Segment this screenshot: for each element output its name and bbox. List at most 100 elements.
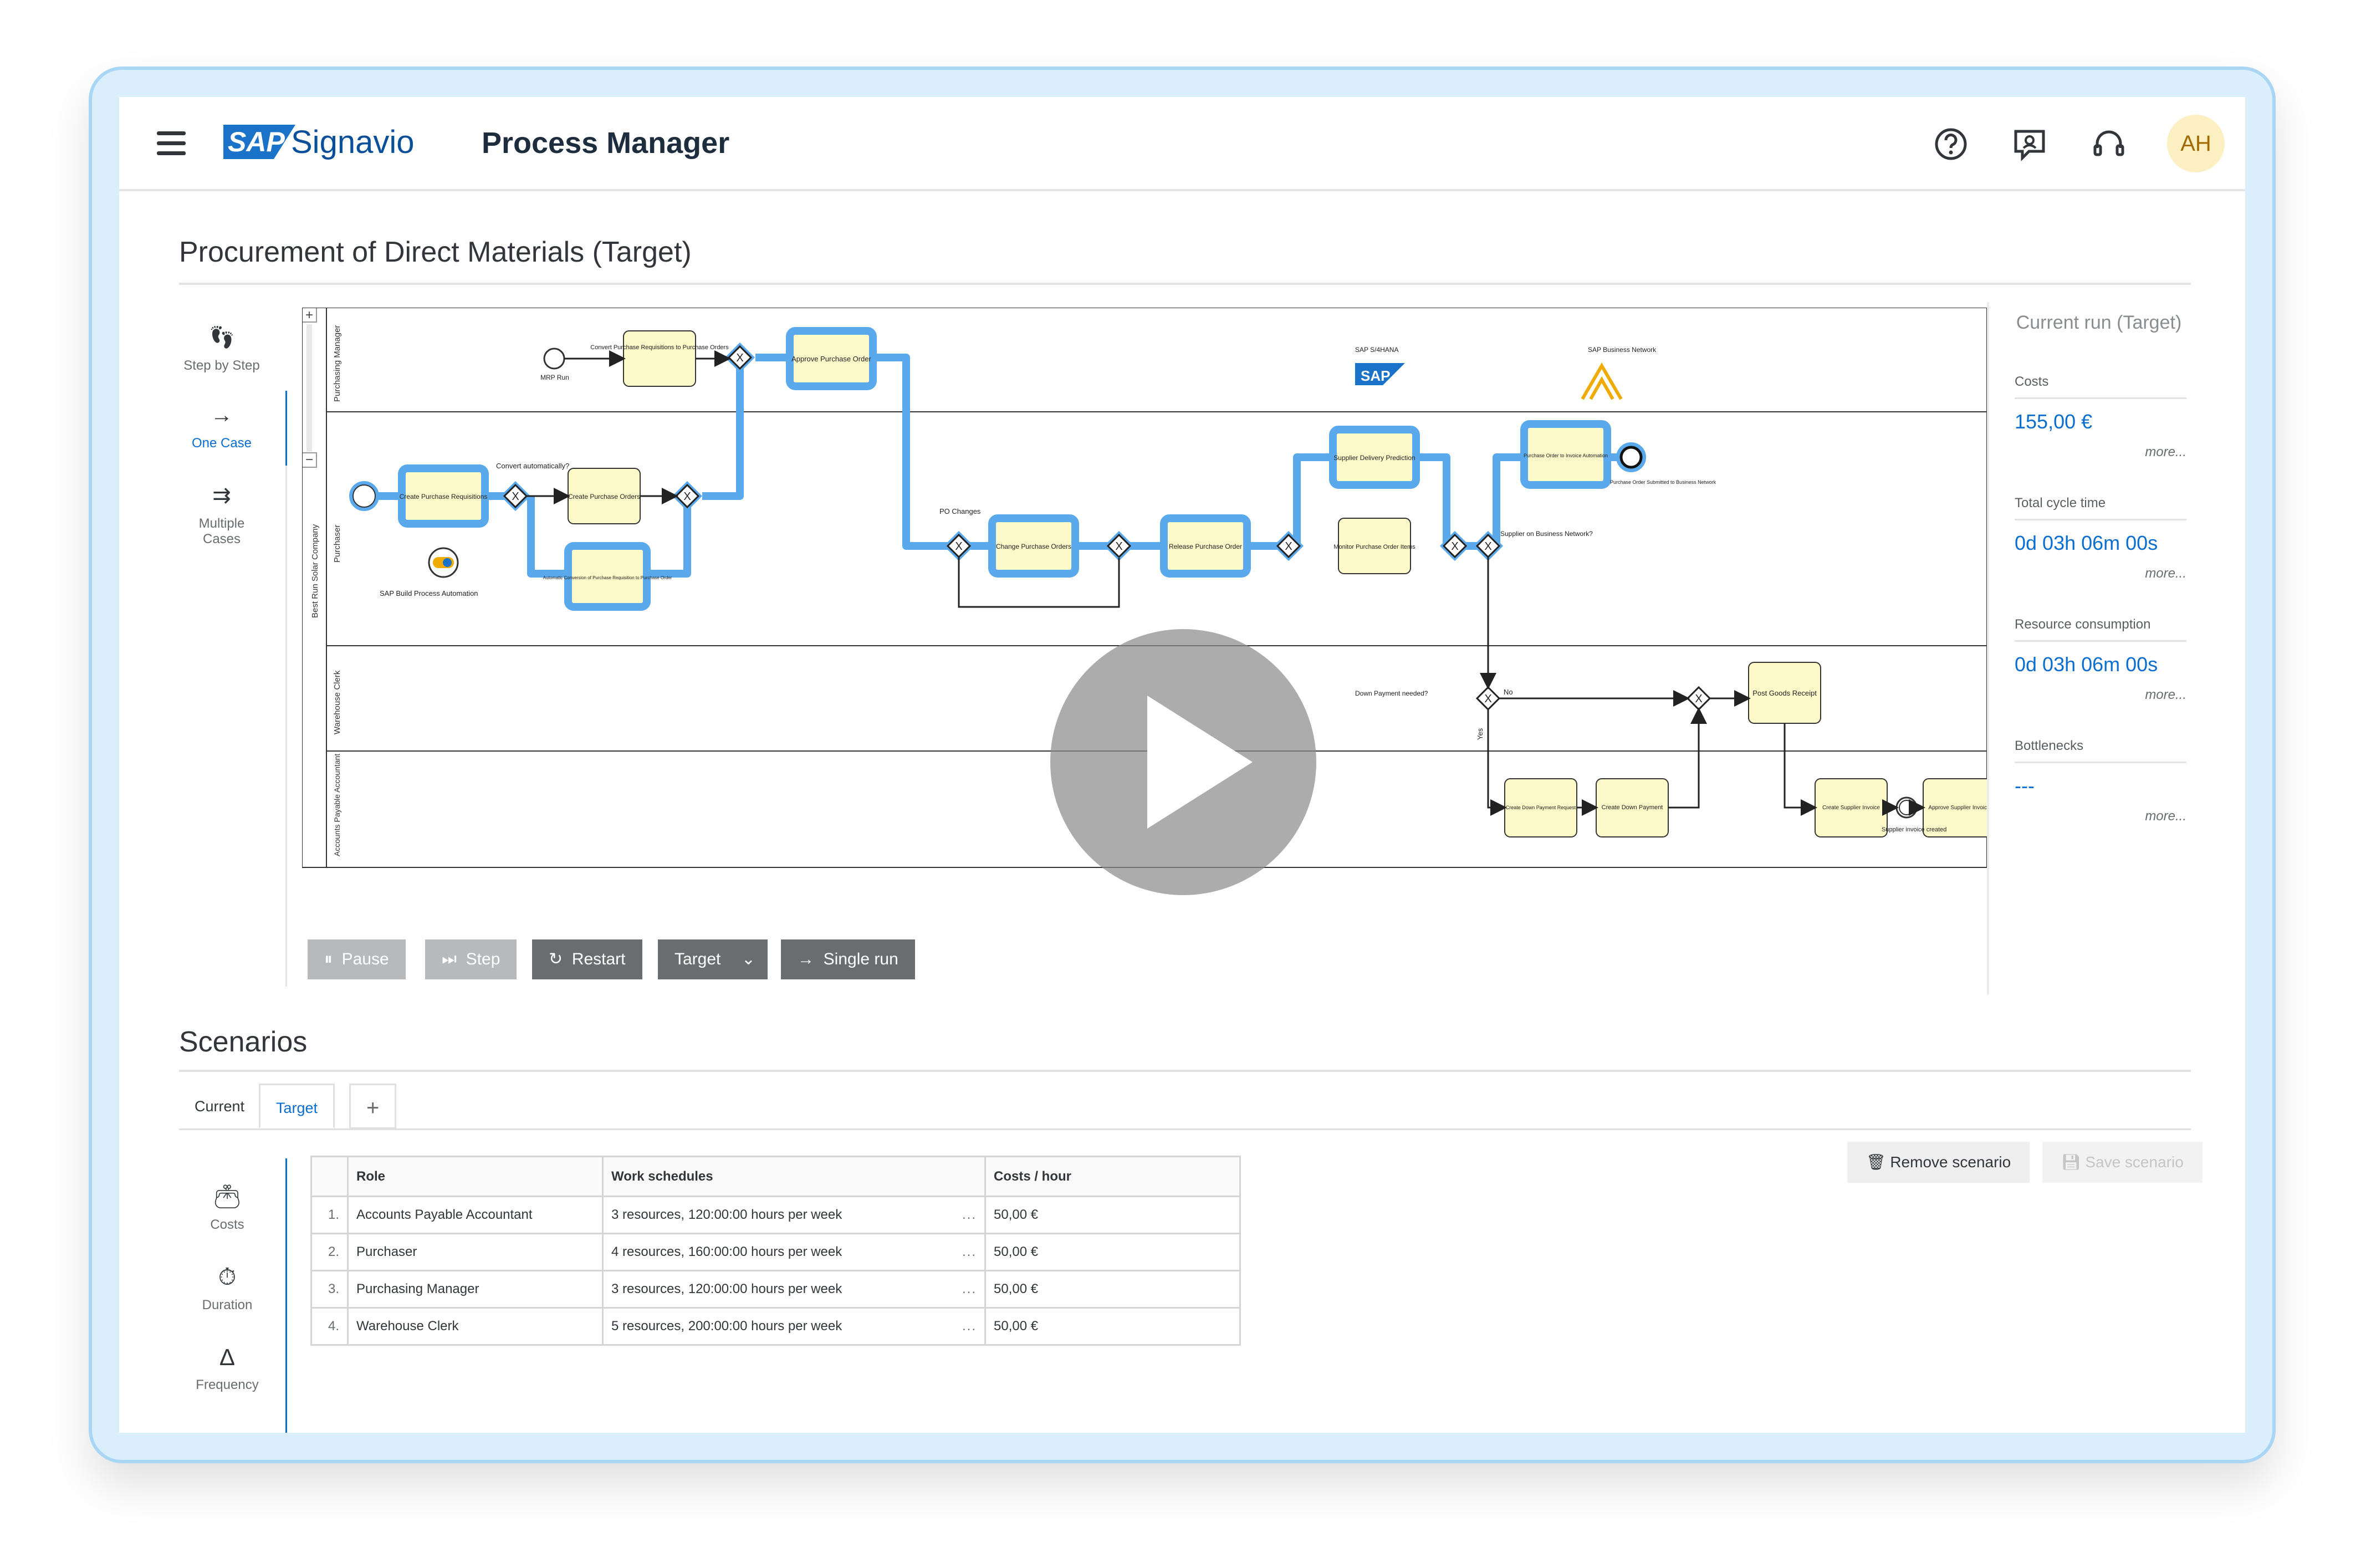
help-icon[interactable] (1931, 125, 1970, 164)
table-row[interactable]: 2. Purchaser 4 resources, 160:00:00 hour… (310, 1233, 1241, 1271)
task-po-to-invoice[interactable]: Purchase Order to Invoice Automation (1520, 420, 1611, 489)
task-label: Supplier Delivery Prediction (1333, 454, 1415, 462)
multiple-arrows-icon: ⇉ (212, 483, 231, 508)
task-label: Change Purchase Orders (996, 543, 1071, 550)
task-supplier-delivery[interactable]: Supplier Delivery Prediction (1329, 426, 1420, 489)
more-options-icon[interactable]: ... (962, 1319, 977, 1334)
task-create-pr[interactable]: Create Purchase Requisitions (398, 464, 489, 528)
task-release-po[interactable]: Release Purchase Order (1160, 514, 1251, 578)
active-mode-indicator (285, 391, 287, 466)
gateway-label: Down Payment needed? (1355, 689, 1428, 697)
wallet-icon: 👛︎ (212, 1183, 242, 1209)
task-create-down-request[interactable]: Create Down Payment Request (1504, 778, 1577, 837)
more-link[interactable]: more... (2145, 687, 2186, 702)
column-header: Work schedules (602, 1156, 986, 1197)
step-button[interactable]: ⏭︎ Step (425, 939, 517, 979)
zoom-control[interactable]: + − (302, 308, 317, 468)
svg-text:+: + (305, 308, 313, 323)
svg-text:X: X (1695, 693, 1702, 705)
metric-costs: Costs 155,00 € more... (2015, 374, 2186, 460)
task-label: Monitor Purchase Order Items (1333, 544, 1415, 550)
task-create-down[interactable]: Create Down Payment (1596, 778, 1669, 837)
task-label: Purchase Order to Invoice Automation (1524, 453, 1608, 458)
table-row[interactable]: 4. Warehouse Clerk 5 resources, 200:00:0… (310, 1307, 1241, 1346)
task-auto-convert[interactable]: Automatic Conversion of Purchase Requisi… (543, 542, 672, 611)
task-label: Create Down Payment Request (1506, 805, 1576, 810)
scenario-select[interactable]: Target ⌄ (658, 939, 768, 979)
metric-value: --- (2015, 774, 2035, 797)
task-label: Approve Purchase Order (791, 355, 871, 363)
scenario-duration[interactable]: ⏱︎ Duration (180, 1264, 274, 1313)
footsteps-icon: 👣︎ (207, 325, 236, 350)
mode-multiple-cases[interactable]: ⇉ Multiple Cases (180, 483, 263, 547)
tab-target[interactable]: Target (259, 1084, 335, 1129)
tab-current[interactable]: Current (195, 1098, 245, 1115)
task-approve-po[interactable]: Approve Purchase Order (786, 327, 877, 390)
column-header: Role (347, 1156, 604, 1197)
task-monitor-po[interactable]: Monitor Purchase Order Items (1333, 518, 1415, 574)
more-link[interactable]: more... (2145, 445, 2186, 459)
app-header: SAP Signavio Process Manager AH (119, 97, 2245, 191)
mode-step-by-step[interactable]: 👣︎ Step by Step (180, 324, 263, 374)
more-link[interactable]: more... (2145, 566, 2186, 581)
save-scenario-button[interactable]: 💾︎ Save scenario (2042, 1142, 2203, 1183)
pool-label: Best Run Solar Company (310, 524, 320, 618)
scenarios-title: Scenarios (179, 1026, 308, 1058)
task-label: Approve Supplier Invoice (1928, 805, 1987, 811)
system-label: SAP Build Process Automation (380, 589, 478, 597)
task-change-po[interactable]: Change Purchase Orders (988, 514, 1079, 578)
scenario-frequency[interactable]: ∆ Frequency (180, 1344, 274, 1393)
title-divider (179, 283, 2191, 285)
svg-text:X: X (1115, 540, 1122, 553)
menu-icon[interactable] (157, 131, 186, 156)
more-options-icon[interactable]: ... (962, 1244, 977, 1259)
add-scenario-button[interactable]: + (349, 1084, 397, 1129)
gateway: X (672, 481, 703, 512)
svg-text:X: X (1484, 540, 1491, 553)
arrow-right-icon: → (211, 403, 233, 427)
support-headset-icon[interactable] (2089, 125, 2128, 164)
more-options-icon[interactable]: ... (962, 1207, 977, 1222)
pause-icon: ⏸︎ (324, 950, 333, 968)
flow-label: No (1504, 688, 1513, 696)
task-create-po[interactable]: Create Purchase Orders (568, 468, 641, 524)
table-row[interactable]: 1. Accounts Payable Accountant 3 resourc… (310, 1196, 1241, 1234)
user-avatar[interactable]: AH (2167, 115, 2225, 172)
bpmn-diagram[interactable]: + − Best Run Solar Company Purchasing Ma… (302, 308, 1987, 873)
app-title: Process Manager (482, 126, 730, 160)
task-label: Create Down Payment (1602, 804, 1663, 811)
app-window: SAP Signavio Process Manager AH Procurem… (119, 97, 2245, 1433)
pause-button[interactable]: ⏸︎ Pause (308, 939, 406, 979)
feedback-icon[interactable] (2010, 125, 2049, 164)
svg-text:SAP: SAP (1361, 367, 1390, 384)
single-run-button[interactable]: → Single run (781, 939, 915, 979)
system-label: SAP S/4HANA (1355, 346, 1398, 354)
gateway: X (1686, 686, 1711, 711)
sequence-flows (527, 350, 1925, 816)
metric-bottlenecks: Bottlenecks --- more... (2015, 738, 2186, 824)
more-link[interactable]: more... (2145, 809, 2186, 824)
metric-value: 0d 03h 06m 00s (2015, 653, 2158, 676)
event-label: Purchase Order Submitted to Business Net… (1610, 479, 1716, 485)
remove-scenario-button[interactable]: 🗑︎ Remove scenario (1847, 1142, 2030, 1183)
metronome-icon: ∆ (220, 1344, 234, 1370)
svg-text:−: − (305, 452, 313, 467)
task-create-supplier-invoice[interactable]: Create Supplier Invoice (1815, 778, 1888, 837)
mode-one-case[interactable]: → One Case (180, 403, 263, 451)
current-run-title: Current run (Target) (2016, 312, 2182, 333)
more-options-icon[interactable]: ... (962, 1281, 977, 1296)
gateway: X (1439, 530, 1470, 561)
sidenav-divider (285, 466, 287, 987)
table-row[interactable]: 3. Purchasing Manager 3 resources, 120:0… (310, 1270, 1241, 1309)
task-post-goods[interactable]: Post Goods Receipt (1748, 662, 1821, 724)
restart-button[interactable]: ↻ Restart (532, 939, 642, 979)
task-label: Create Purchase Requisitions (400, 493, 488, 500)
page-title: Procurement of Direct Materials (Target) (179, 236, 692, 268)
current-run-panel: Current run (Target) Costs 155,00 € more… (1987, 302, 2209, 995)
svg-text:X: X (1484, 693, 1491, 705)
play-video-button[interactable] (1050, 629, 1316, 895)
lane-label: Purchasing Manager (333, 325, 342, 402)
plus-icon: + (366, 1096, 380, 1120)
table-header: Role Work schedules Costs / hour (310, 1156, 1241, 1197)
scenario-costs[interactable]: 👛︎ Costs (180, 1183, 274, 1233)
